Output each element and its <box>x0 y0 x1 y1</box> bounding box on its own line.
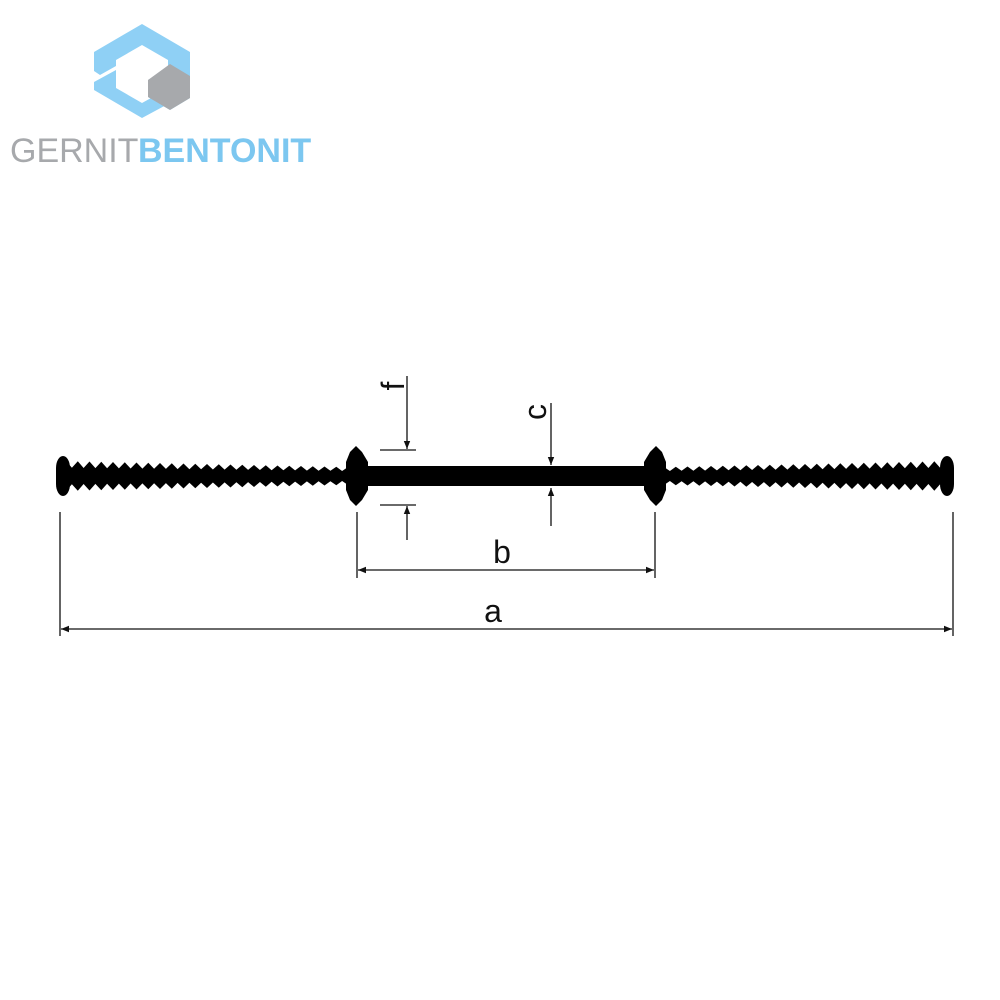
left-end-bulb <box>56 456 70 496</box>
brand-logo: GERNIT BENTONIT <box>10 24 311 170</box>
dimensions <box>59 376 954 636</box>
right-end-bulb <box>940 456 954 496</box>
brand-name-gernit: GERNIT <box>10 132 138 170</box>
central-web <box>358 466 648 486</box>
left-rib-shape <box>66 461 348 491</box>
right-center-bulb <box>644 446 666 506</box>
hexagon-s-logo-icon <box>94 24 190 118</box>
left-center-bulb <box>346 446 368 506</box>
dimension-f-label: f <box>375 381 411 390</box>
right-ribbed-flange <box>664 461 946 491</box>
dimension-b-label: b <box>493 534 511 570</box>
dimension-a-label: a <box>484 593 502 629</box>
left-ribbed-flange <box>66 461 348 491</box>
waterstop-profile <box>56 446 954 506</box>
dimension-c-label: c <box>517 404 553 420</box>
brand-name-bentonit: BENTONIT <box>138 132 311 170</box>
right-rib-shape <box>664 461 946 491</box>
